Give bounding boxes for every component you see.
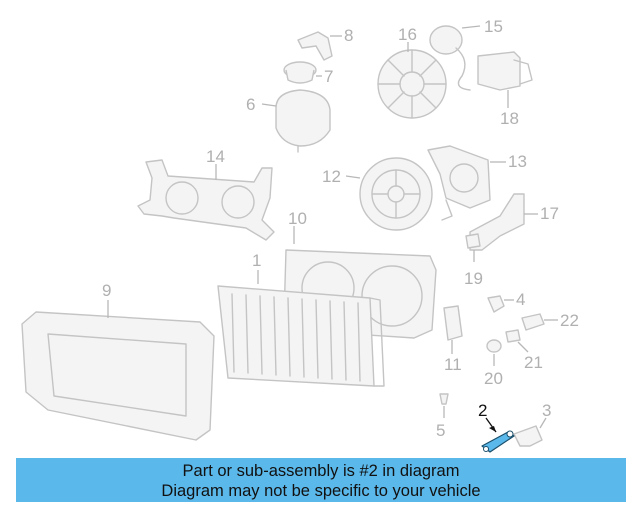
callout-5: 5 — [436, 421, 445, 440]
callout-19: 19 — [464, 269, 483, 288]
part-9-support — [21, 300, 215, 441]
part-11-mount — [443, 305, 463, 354]
callout-18: 18 — [500, 109, 519, 128]
callout-6: 6 — [246, 95, 255, 114]
part-12-aux-fan — [345, 157, 433, 231]
part-14-shroud — [137, 159, 275, 241]
part-6-reservoir — [261, 89, 331, 153]
part-3-bracket — [513, 417, 547, 447]
callout-11: 11 — [444, 355, 462, 374]
callout-9: 9 — [102, 281, 111, 300]
banner-line-1: Part or sub-assembly is #2 in diagram — [182, 462, 460, 480]
callout-10: 10 — [288, 209, 307, 228]
part-7-cap — [283, 61, 322, 84]
callout-20: 20 — [484, 369, 503, 388]
part-1-radiator — [217, 270, 385, 387]
callout-4: 4 — [516, 290, 525, 309]
part-19-sensor — [465, 233, 481, 262]
banner-line-2: Diagram may not be specific to your vehi… — [161, 482, 481, 500]
part-22-connector — [521, 313, 558, 331]
callout-7: 7 — [324, 67, 333, 86]
part-8-clip — [297, 31, 342, 61]
callout-16: 16 — [398, 25, 417, 44]
callout-17: 17 — [540, 204, 559, 223]
callout-15: 15 — [484, 17, 503, 36]
part-16-fan — [377, 42, 447, 119]
callout-22: 22 — [560, 311, 579, 330]
part-20-switch — [486, 339, 502, 366]
callout-21: 21 — [524, 353, 543, 372]
callout-1: 1 — [252, 251, 261, 270]
part-18-module — [477, 51, 533, 108]
part-21-plug — [505, 329, 529, 353]
callout-13: 13 — [508, 152, 527, 171]
part-13-bracket — [427, 145, 506, 221]
callout-12: 12 — [322, 167, 341, 186]
part-15-motor — [429, 25, 481, 91]
callout-14: 14 — [206, 147, 225, 166]
callout-3: 3 — [542, 401, 551, 420]
callout-8: 8 — [344, 26, 353, 45]
callout-2: 2 — [478, 401, 487, 420]
part-5-drain-plug — [439, 393, 449, 418]
part-4-clip — [487, 295, 514, 313]
info-banner: Part or sub-assembly is #2 in diagram Di… — [16, 458, 626, 502]
part-2-highlighted — [481, 417, 515, 453]
